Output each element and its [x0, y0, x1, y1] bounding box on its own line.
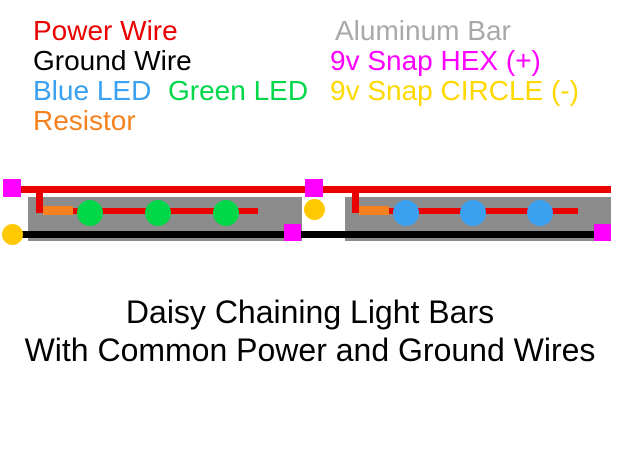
snap-hex-right-bar-end — [594, 224, 611, 241]
legend-ground-wire: Ground Wire — [33, 45, 192, 76]
caption-line-2: With Common Power and Ground Wires — [24, 332, 596, 368]
green-led — [77, 200, 103, 226]
legend-9v-snap-hex: 9v Snap HEX (+) — [330, 45, 541, 76]
snap-circle-ground-far-left — [2, 224, 23, 245]
blue-led — [393, 200, 419, 226]
snap-circle-middle — [304, 199, 325, 220]
blue-led — [527, 200, 553, 226]
legend-resistor: Resistor — [33, 105, 136, 136]
legend-aluminum-bar: Aluminum Bar — [335, 15, 511, 46]
ground-wire — [10, 231, 611, 238]
legend-9v-snap-circle: 9v Snap CIRCLE (-) — [330, 75, 579, 106]
snap-hex-left-bar-end — [284, 224, 301, 241]
legend-blue-led: Blue LED — [33, 75, 152, 106]
legend-green-led: Green LED — [168, 75, 309, 106]
caption-line-1: Daisy Chaining Light Bars — [125, 294, 495, 330]
snap-hex-power-far-left — [3, 179, 21, 197]
resistor-left-bar — [43, 206, 73, 215]
green-led — [213, 200, 239, 226]
resistor-right-bar — [359, 206, 389, 215]
green-led — [145, 200, 171, 226]
power-drop-wire-left — [36, 191, 43, 213]
blue-led — [460, 200, 486, 226]
power-drop-wire-right — [352, 191, 359, 213]
snap-hex-power-middle — [305, 179, 323, 197]
legend-power-wire: Power Wire — [33, 15, 178, 46]
